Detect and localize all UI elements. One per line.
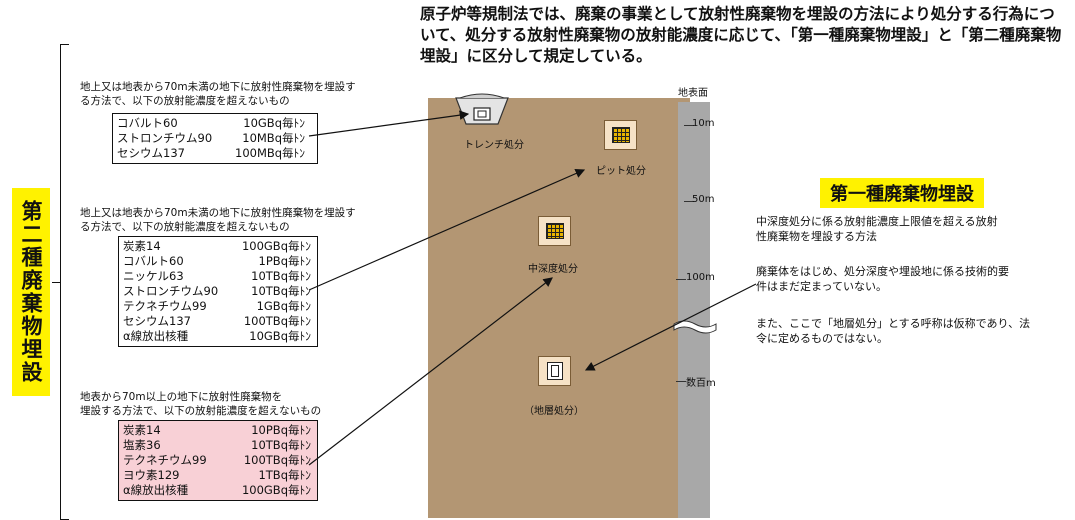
nuclide-limit: 100TBq毎ﾄﾝ: [243, 453, 311, 467]
nuclide-limit: 1TBq毎ﾄﾝ: [258, 468, 311, 482]
arrow-to-intermediate: [308, 277, 553, 466]
category1-p3-line1: また、ここで「地層処分」とする呼称は仮称であり、法: [756, 317, 1031, 330]
group2-desc-line2: る方法で、以下の放射能濃度を超えないもの: [80, 221, 290, 233]
nuclide-limit: 10GBq毎ﾄﾝ: [249, 329, 311, 343]
depth-label-100m: 100m: [686, 272, 715, 283]
waste-grid-icon: [545, 223, 564, 239]
nuclide-name: α線放出核種: [123, 329, 189, 343]
nuclide-name: テクネチウム99: [123, 453, 207, 467]
nuclide-limit: 10GBq毎ﾄﾝ: [243, 116, 305, 130]
limit-row: α線放出核種 10GBq毎ﾄﾝ: [123, 329, 313, 344]
pit-label: ピット処分: [596, 166, 646, 177]
nuclide-name: ストロンチウム90: [117, 131, 213, 145]
trench-label: トレンチ処分: [464, 140, 524, 151]
limit-row: 炭素14 10PBq毎ﾄﾝ: [123, 423, 313, 438]
header-text: 原子炉等規制法では、廃棄の事業として放射性廃棄物を埋設の方法により処分する行為に…: [420, 5, 1062, 65]
depth-label-50m: 50m: [692, 194, 715, 205]
waste-grid-icon: [611, 127, 630, 143]
group1-description: 地上又は地表から70m未満の地下に放射性廃棄物を埋設す る方法で、以下の放射能濃…: [80, 80, 356, 108]
nuclide-name: α線放出核種: [123, 483, 189, 497]
group2-description: 地上又は地表から70m未満の地下に放射性廃棄物を埋設す る方法で、以下の放射能濃…: [80, 206, 356, 234]
nuclide-name: ストロンチウム90: [123, 284, 219, 298]
surface-label: 地表面: [678, 88, 708, 99]
group1-desc-line1: 地上又は地表から70m未満の地下に放射性廃棄物を埋設す: [80, 81, 356, 93]
category2-bracket-tick: [52, 282, 61, 283]
nuclide-limit: 10MBq毎ﾄﾝ: [242, 131, 305, 145]
category2-label: 第二種廃棄物埋設: [12, 188, 50, 396]
nuclide-limit: 100GBq毎ﾄﾝ: [241, 483, 311, 497]
group3-description: 地表から70m以上の地下に放射性廃棄物を 埋設する方法で、以下の放射能濃度を超え…: [80, 390, 321, 418]
arrow-to-trench: [308, 110, 470, 137]
nuclide-name: ニッケル63: [123, 269, 184, 283]
limit-row: ニッケル63 10TBq毎ﾄﾝ: [123, 269, 313, 284]
group2-limits-box: 炭素14 100GBq毎ﾄﾝ コバルト60 1PBq毎ﾄﾝ ニッケル63 10TBq毎…: [118, 236, 318, 347]
limit-row: テクネチウム99 100TBq毎ﾄﾝ: [123, 453, 313, 468]
ground-cross-section: [428, 98, 690, 518]
category1-paragraph-2: 廃棄体をはじめ、処分深度や埋設地に係る技術的要 件はまだ定まっていない。: [756, 264, 1075, 294]
limit-row: セシウム137 100MBq毎ﾄﾝ: [117, 146, 313, 161]
arrow-to-pit: [308, 168, 586, 291]
nuclide-limit: 10PBq毎ﾄﾝ: [251, 423, 311, 437]
limit-row: テクネチウム99 1GBq毎ﾄﾝ: [123, 299, 313, 314]
category1-p3-line2: 令に定めるものではない。: [756, 332, 888, 345]
depth-label-10m: 10m: [692, 118, 715, 129]
group3-desc-line2: 埋設する方法で、以下の放射能濃度を超えないもの: [80, 405, 322, 417]
nuclide-name: コバルト60: [123, 254, 184, 268]
depth-tick: [684, 201, 694, 202]
limit-row: コバルト60 1PBq毎ﾄﾝ: [123, 254, 313, 269]
nuclide-limit: 1GBq毎ﾄﾝ: [256, 299, 311, 313]
nuclide-name: 塩素36: [123, 438, 161, 452]
nuclide-name: テクネチウム99: [123, 299, 207, 313]
geological-disposal-icon: [538, 356, 571, 386]
category1-paragraph-1: 中深度処分に係る放射能濃度上限値を超える放射 性廃棄物を埋設する方法: [756, 214, 1075, 244]
nuclide-name: ヨウ素129: [123, 468, 180, 482]
nuclide-name: セシウム137: [117, 146, 185, 160]
category1-p1-line1: 中深度処分に係る放射能濃度上限値を超える放射: [756, 215, 998, 228]
nuclide-limit: 100MBq毎ﾄﾝ: [235, 146, 306, 160]
limit-row: セシウム137 100TBq毎ﾄﾝ: [123, 314, 313, 329]
intermediate-depth-label: 中深度処分: [528, 264, 578, 275]
category1-p1-line2: 性廃棄物を埋設する方法: [756, 230, 877, 243]
group1-desc-line2: る方法で、以下の放射能濃度を超えないもの: [80, 95, 290, 107]
nuclide-name: コバルト60: [117, 116, 178, 130]
nuclide-limit: 10TBq毎ﾄﾝ: [251, 438, 311, 452]
geological-label: （地層処分）: [524, 406, 584, 417]
nuclide-name: 炭素14: [123, 239, 161, 253]
depth-tick: [676, 381, 686, 382]
waste-package-icon: [546, 362, 563, 380]
nuclide-name: セシウム137: [123, 314, 191, 328]
depth-tick: [684, 125, 694, 126]
limit-row: ストロンチウム90 10MBq毎ﾄﾝ: [117, 131, 313, 146]
limit-row: ヨウ素129 1TBq毎ﾄﾝ: [123, 468, 313, 483]
intermediate-depth-icon: [538, 216, 571, 246]
category1-title: 第一種廃棄物埋設: [820, 178, 984, 208]
group3-desc-line1: 地表から70m以上の地下に放射性廃棄物を: [80, 391, 283, 403]
group1-limits-box: コバルト60 10GBq毎ﾄﾝ ストロンチウム90 10MBq毎ﾄﾝ セシウム137…: [112, 113, 318, 164]
group2-desc-line1: 地上又は地表から70m未満の地下に放射性廃棄物を埋設す: [80, 207, 356, 219]
group3-limits-box: 炭素14 10PBq毎ﾄﾝ 塩素36 10TBq毎ﾄﾝ テクネチウム99 100TBq…: [118, 420, 318, 501]
category1-p2-line1: 廃棄体をはじめ、処分深度や埋設地に係る技術的要: [756, 265, 1009, 278]
limit-row: α線放出核種 100GBq毎ﾄﾝ: [123, 483, 313, 498]
limit-row: ストロンチウム90 10TBq毎ﾄﾝ: [123, 284, 313, 299]
ruler-break-mark: [673, 320, 717, 334]
pit-disposal-icon: [604, 120, 637, 150]
category1-paragraph-3: また、ここで「地層処分」とする呼称は仮称であり、法 令に定めるものではない。: [756, 316, 1075, 346]
nuclide-name: 炭素14: [123, 423, 161, 437]
nuclide-limit: 1PBq毎ﾄﾝ: [258, 254, 311, 268]
arrow-to-geological: [584, 283, 757, 371]
depth-tick: [676, 279, 686, 280]
limit-row: 炭素14 100GBq毎ﾄﾝ: [123, 239, 313, 254]
category1-p2-line2: 件はまだ定まっていない。: [756, 280, 888, 293]
nuclide-limit: 10TBq毎ﾄﾝ: [251, 269, 311, 283]
limit-row: 塩素36 10TBq毎ﾄﾝ: [123, 438, 313, 453]
limit-row: コバルト60 10GBq毎ﾄﾝ: [117, 116, 313, 131]
nuclide-limit: 10TBq毎ﾄﾝ: [251, 284, 311, 298]
nuclide-limit: 100TBq毎ﾄﾝ: [243, 314, 311, 328]
nuclide-limit: 100GBq毎ﾄﾝ: [241, 239, 311, 253]
depth-label-several-hundred-m: 数百m: [686, 378, 716, 389]
